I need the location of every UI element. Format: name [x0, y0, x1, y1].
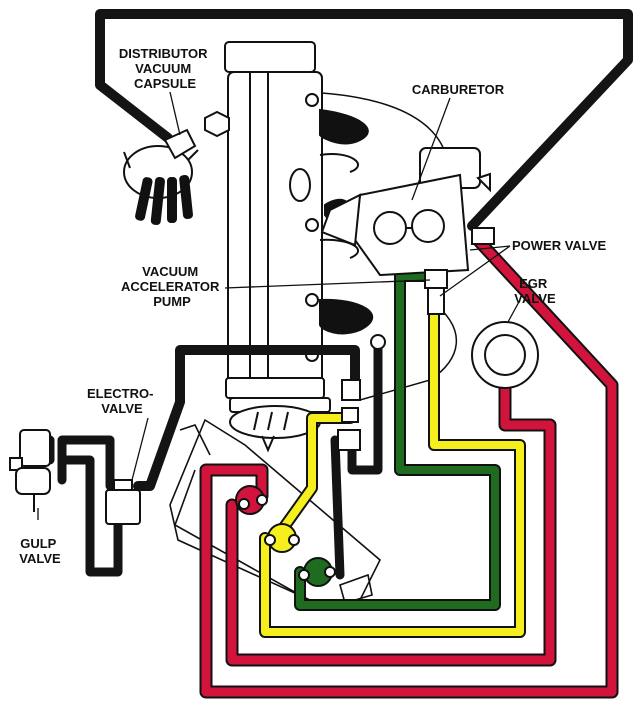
carburetor — [320, 147, 495, 315]
vacuum-ports — [235, 485, 336, 587]
gulp-valve — [9, 429, 51, 512]
vacuum-hose-red-inner-fill — [227, 365, 555, 665]
label-distributor-line3: CAPSULE — [134, 76, 196, 91]
engine-block — [204, 41, 458, 453]
label-carburetor: CARBURETOR — [412, 82, 505, 97]
label-gulp-line2: VALVE — [19, 551, 61, 566]
label-vap-line1: VACUUM — [142, 264, 198, 279]
egr-valve — [471, 321, 539, 389]
label-electro-line1: ELECTRO- — [87, 386, 153, 401]
vacuum-hose-red-outer-fill — [201, 235, 617, 697]
leader-lines — [37, 91, 521, 520]
label-gulp-valve: GULP VALVE — [19, 536, 61, 566]
label-egr-line1: EGR — [519, 276, 548, 291]
label-power-valve: POWER VALVE — [512, 238, 606, 253]
label-electro-valve: ELECTRO- VALVE — [87, 386, 157, 416]
vacuum-hose-black-distributor — [95, 9, 633, 231]
vacuum-hose-yellow-fill — [261, 311, 524, 636]
label-vap-line2: ACCELERATOR — [121, 279, 220, 294]
label-electro-line2: VALVE — [101, 401, 143, 416]
vacuum-hose-black-manifold — [330, 335, 383, 580]
vacuum-hose-green-fill — [296, 272, 499, 609]
label-distributor-line2: VACUUM — [135, 61, 191, 76]
label-egr-valve: EGR VALVE — [514, 276, 556, 306]
hose-connectors — [337, 334, 386, 451]
vacuum-hose-black-electro — [133, 345, 360, 491]
label-distributor-vacuum-capsule: DISTRIBUTOR VACUUM CAPSULE — [119, 46, 211, 91]
label-egr-line2: VALVE — [514, 291, 556, 306]
electro-valve — [105, 479, 141, 525]
label-distributor-line1: DISTRIBUTOR — [119, 46, 208, 61]
vacuum-hose-black-gulp — [57, 435, 123, 577]
distributor — [123, 128, 199, 225]
label-gulp-line1: GULP — [20, 536, 56, 551]
label-vap-line3: PUMP — [153, 294, 191, 309]
label-vacuum-accelerator-pump: VACUUM ACCELERATOR PUMP — [121, 264, 223, 309]
